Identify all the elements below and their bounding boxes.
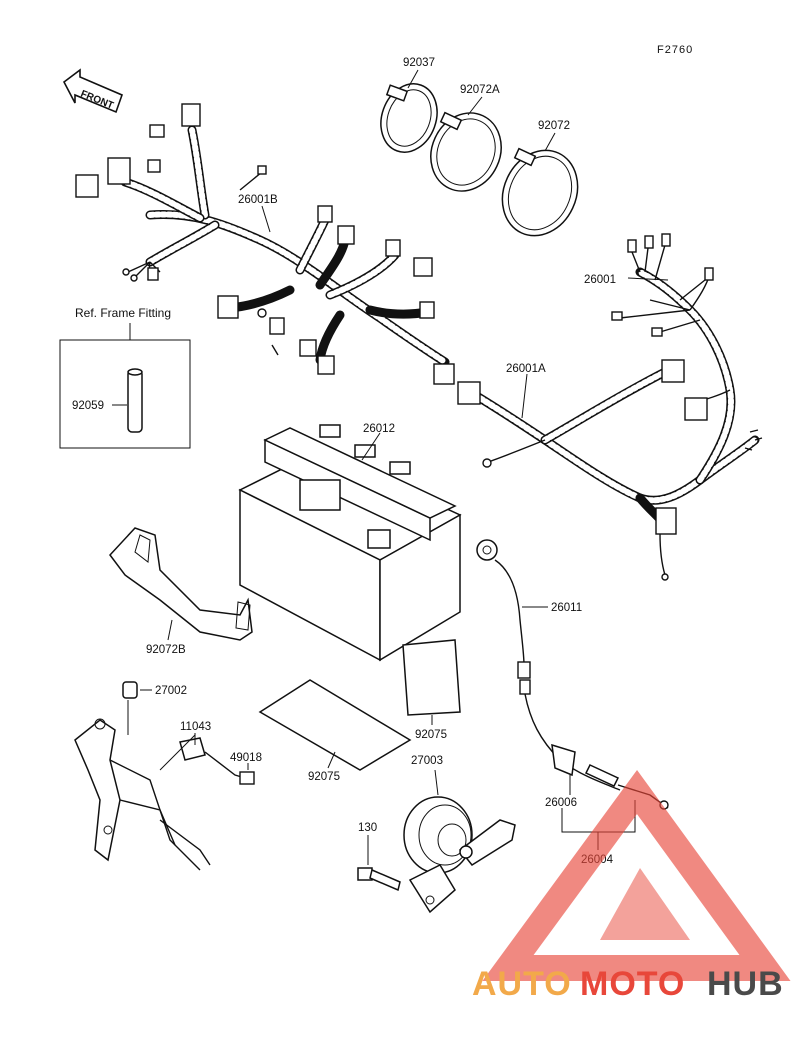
part-label-27003: 27003 xyxy=(411,755,443,767)
band-92072 xyxy=(501,147,579,237)
bolt-130 xyxy=(357,867,401,892)
pipe-92059 xyxy=(127,368,143,433)
figure-code: F2760 xyxy=(657,44,693,56)
band-92037 xyxy=(380,83,438,153)
part-label-92059: 92059 xyxy=(72,400,104,412)
part-label-26006: 26006 xyxy=(545,797,577,809)
watermark-part-moto: MOTO xyxy=(580,965,685,1003)
part-label-49018: 49018 xyxy=(230,752,262,764)
pad-92075-bottom xyxy=(258,679,412,771)
battery-26012 xyxy=(238,424,462,662)
watermark-part-hub: HUB xyxy=(707,965,784,1003)
horn-27003 xyxy=(403,796,516,914)
wiring-harness-26001B xyxy=(75,103,455,385)
part-label-27002: 27002 xyxy=(155,685,187,697)
cable-26011 xyxy=(476,539,621,791)
part-label-11043: 11043 xyxy=(180,721,211,733)
part-label-26001: 26001 xyxy=(584,274,616,286)
strap-92072B xyxy=(109,527,253,641)
automotohub-logo xyxy=(482,769,791,981)
part-label-92072: 92072 xyxy=(538,120,570,132)
wiring-harness-26001A xyxy=(457,233,763,581)
part-label-26001B: 26001B xyxy=(238,194,278,206)
part-label-92037: 92037 xyxy=(403,57,435,69)
part-label-92075-top: 92075 xyxy=(415,729,447,741)
part-label-130: 130 xyxy=(358,822,377,834)
frame-section xyxy=(74,681,255,871)
ref-frame-fitting-box xyxy=(59,339,191,449)
band-92072A xyxy=(430,111,502,192)
part-label-92072B: 92072B xyxy=(146,644,186,656)
part-label-26011: 26011 xyxy=(551,602,582,614)
relay-cable-26006 xyxy=(551,743,669,810)
part-label-26012: 26012 xyxy=(363,423,395,435)
pad-92075-top xyxy=(402,639,461,716)
part-label-26001A: 26001A xyxy=(506,363,546,375)
ref-frame-fitting-title: Ref. Frame Fitting xyxy=(75,306,171,320)
automotohub-wordmark: AUTO MOTO HUB xyxy=(472,965,784,1003)
front-arrow-icon: FRONT xyxy=(62,68,124,114)
watermark-part-auto: AUTO xyxy=(472,965,572,1003)
part-label-92075-bottom: 92075 xyxy=(308,771,340,783)
part-label-92072A: 92072A xyxy=(460,84,500,96)
